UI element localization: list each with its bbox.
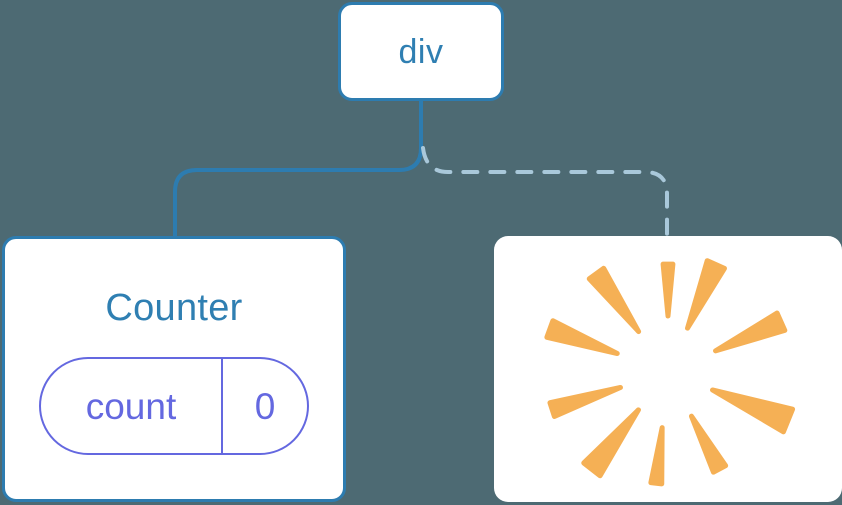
sparkle-ray-5 bbox=[547, 384, 623, 420]
sparkle-ray-10 bbox=[713, 310, 788, 354]
sparkle-ray-1 bbox=[685, 258, 727, 331]
sparkle-ray-7 bbox=[648, 425, 665, 487]
state-pill-count[interactable]: count 0 bbox=[39, 357, 309, 455]
connector-root-to-loading bbox=[421, 146, 669, 240]
node-div-label: div bbox=[398, 32, 444, 71]
state-pill-value: 0 bbox=[254, 385, 276, 427]
sparkle-ray-9 bbox=[710, 387, 796, 435]
node-counter[interactable]: Counter count 0 bbox=[2, 236, 346, 502]
node-div[interactable]: div bbox=[338, 2, 504, 101]
sparkle-ray-8 bbox=[688, 413, 729, 475]
sparkle-ray-2 bbox=[660, 261, 676, 319]
node-counter-title: Counter bbox=[105, 287, 243, 329]
connector-root-to-counter bbox=[173, 98, 423, 240]
sparkle-ray-4 bbox=[544, 318, 620, 357]
sparkle-ray-3 bbox=[586, 265, 642, 335]
node-sparkle[interactable] bbox=[494, 236, 842, 502]
state-pill-key: count bbox=[41, 359, 223, 453]
sparkle-burst-icon bbox=[544, 258, 796, 487]
sparkle-ray-6 bbox=[581, 407, 641, 479]
